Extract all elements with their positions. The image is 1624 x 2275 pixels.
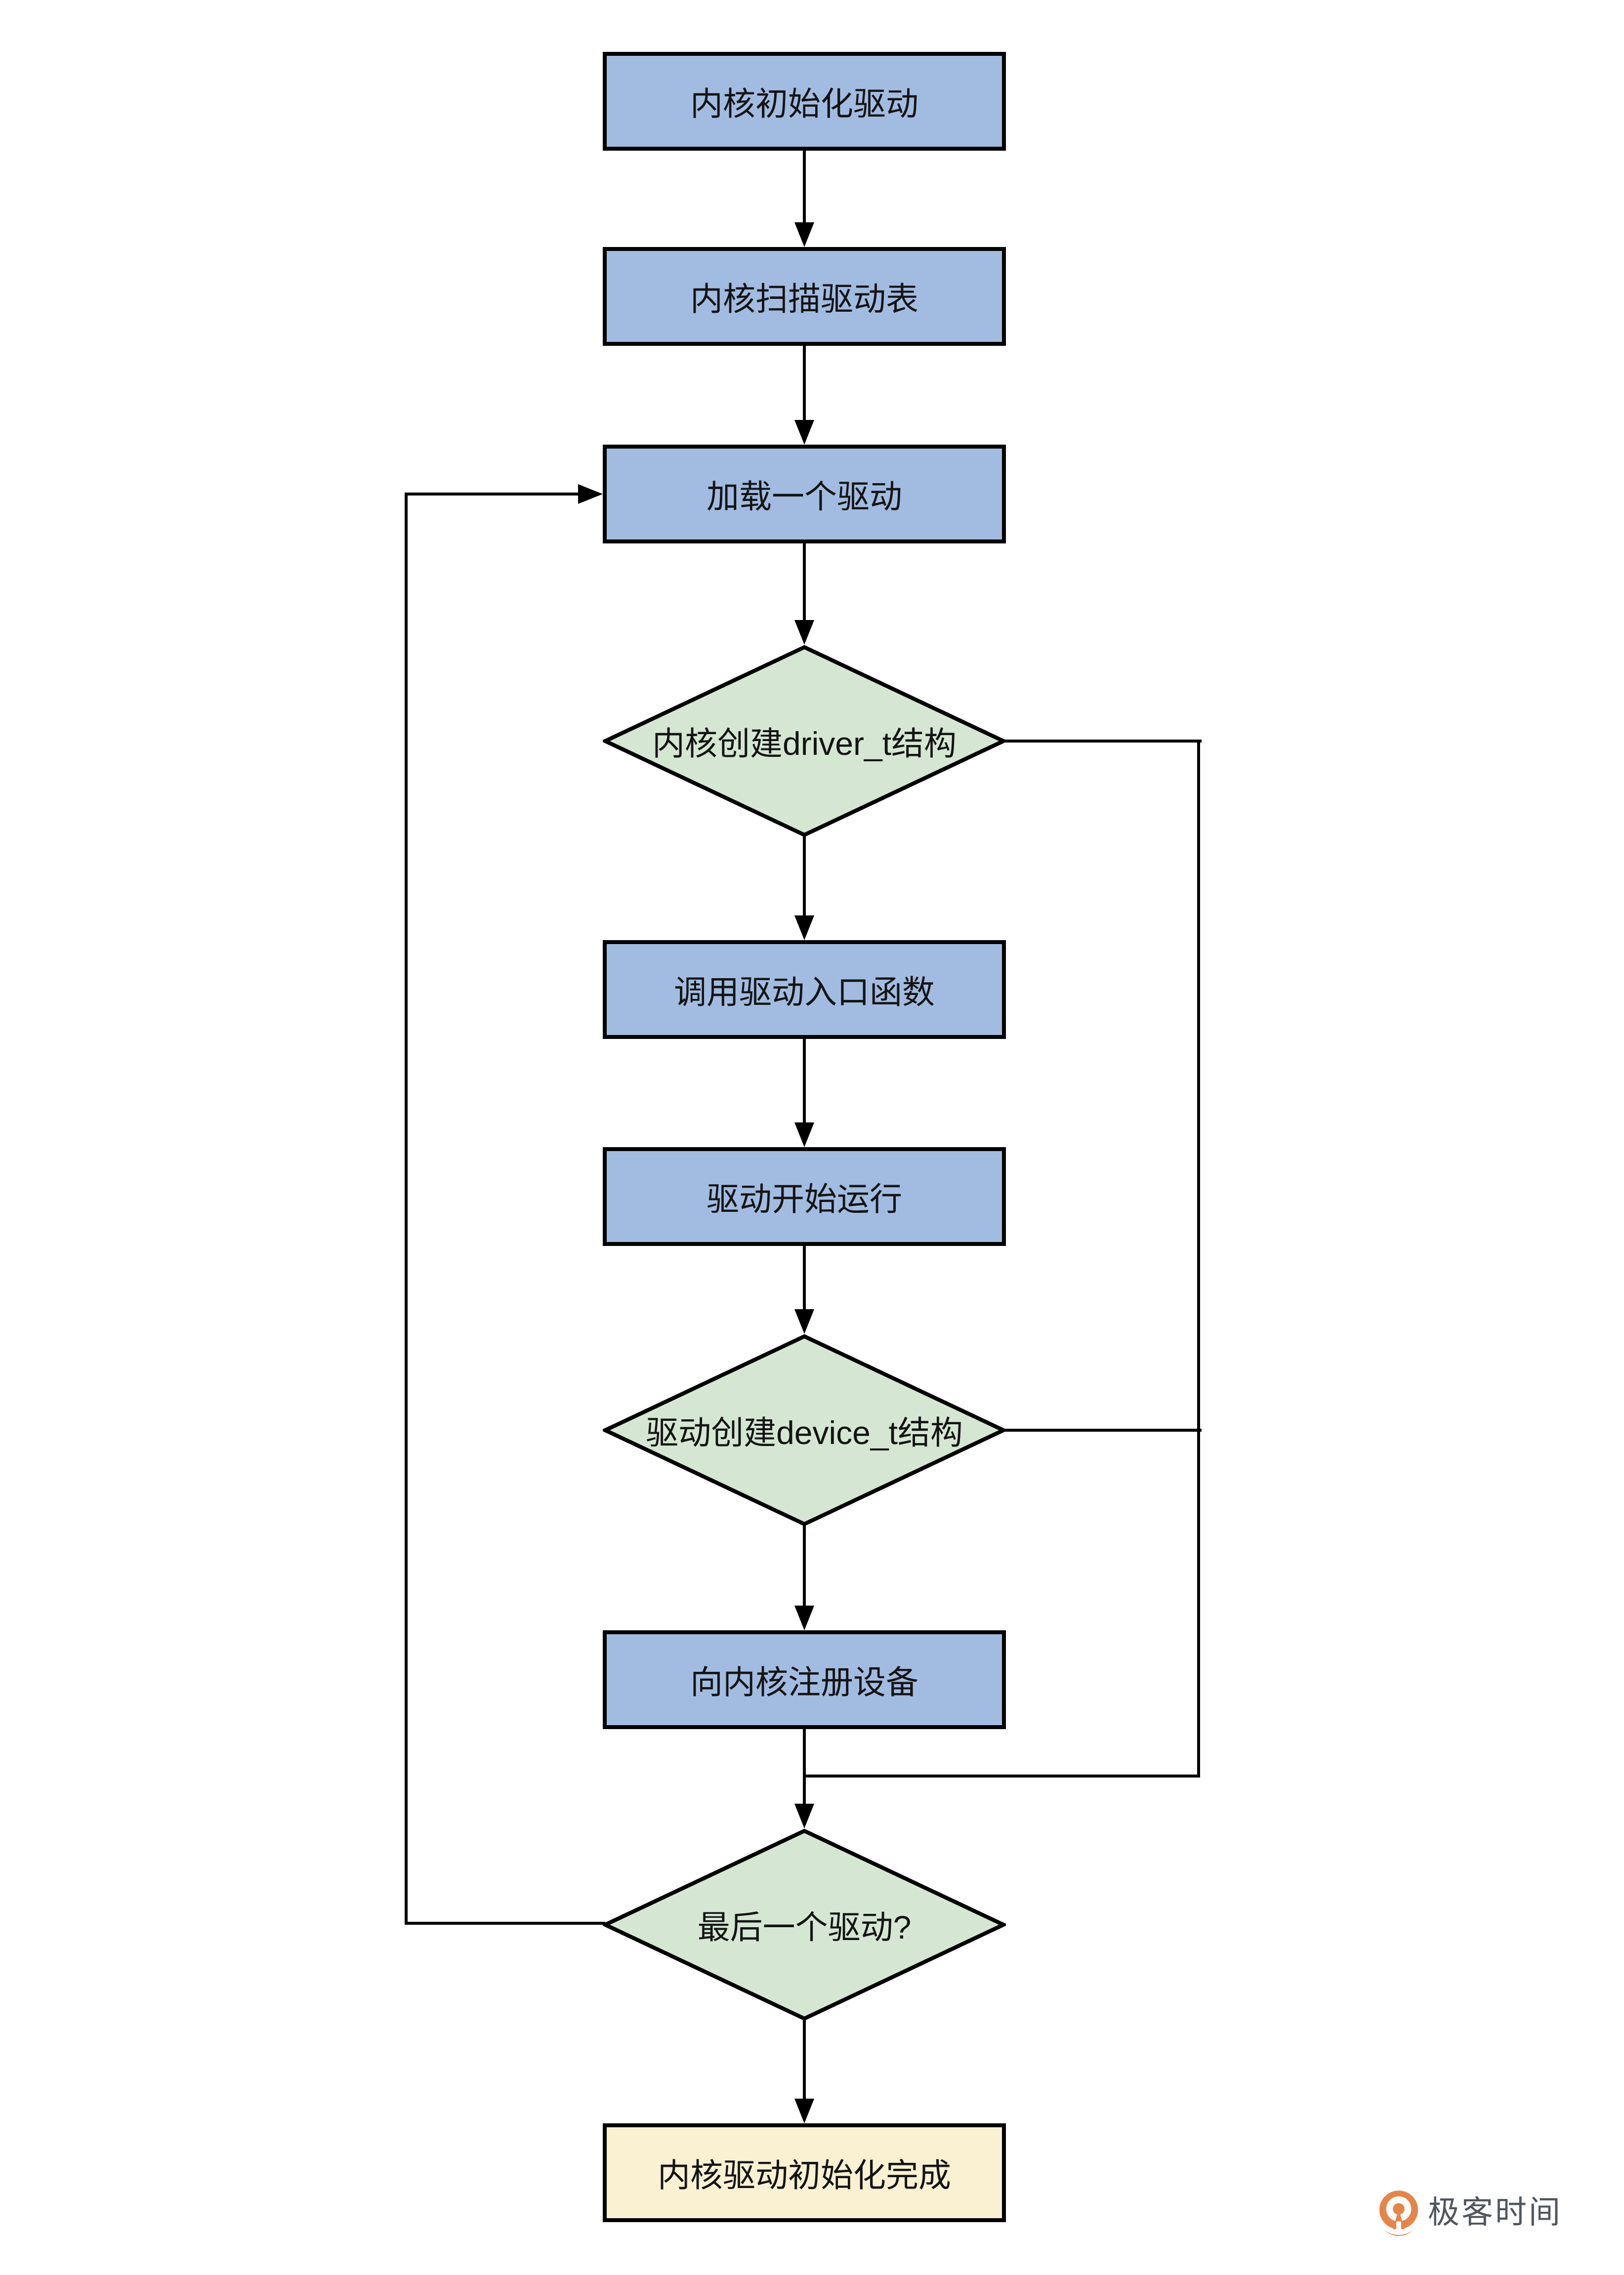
arrowhead-d3-n7 [794,2099,814,2123]
connector-left-loop-vertical [405,493,408,1925]
diamond-shape [603,645,1006,837]
connector-loop-to-n3 [405,493,579,496]
geektime-logo-icon [1379,2191,1418,2236]
connector-d1-right [1003,740,1202,743]
connector-n4-n5 [803,1038,806,1125]
node-label: 内核初始化驱动 [690,85,918,122]
arrowhead-n2-n3 [794,420,814,445]
connector-n5-d2 [803,1245,806,1312]
node-label: 调用驱动入口函数 [674,974,935,1010]
flow-node-kernel-init-driver: 内核初始化驱动 [603,52,1006,151]
node-label: 向内核注册设备 [690,1664,918,1700]
connector-n6-d3 [803,1728,806,1807]
flow-node-last-driver-question: 最后一个驱动? [603,1828,1006,2021]
node-label: 最后一个驱动? [697,1909,912,1945]
node-label: 驱动开始运行 [707,1181,902,1217]
arrowhead-n3-d1 [794,620,814,645]
arrowhead-n4-n5 [794,1122,814,1147]
flow-node-kernel-create-driver-t: 内核创建driver_t结构 [603,645,1006,837]
connector-right-bypass-join [803,1775,1200,1778]
arrowhead-n6-d3 [794,1804,814,1828]
arrowhead-n5-d2 [794,1309,814,1334]
flow-node-register-device-to-kernel: 向内核注册设备 [603,1630,1006,1729]
connector-n3-d1 [803,542,806,623]
connector-d3-left [405,1922,605,1925]
connector-d1-n4 [803,836,806,918]
arrowhead-d1-n4 [794,915,814,940]
arrowhead-n1-n2 [794,222,814,247]
connector-n1-n2 [803,150,806,225]
flow-node-call-driver-entry: 调用驱动入口函数 [603,940,1006,1039]
flow-node-kernel-scan-driver-table: 内核扫描驱动表 [603,247,1006,346]
arrowhead-d2-n6 [794,1606,814,1630]
flow-node-driver-start-running: 驱动开始运行 [603,1147,1006,1246]
connector-d2-right [1003,1429,1202,1432]
node-label: 内核扫描驱动表 [690,281,918,317]
geektime-logo-text: 极客时间 [1428,2194,1562,2230]
diamond-shape [603,1828,1006,2021]
connector-right-bypass-vertical [1197,740,1200,1778]
node-label: 加载一个驱动 [707,478,902,515]
node-label: 内核驱动初始化完成 [658,2157,951,2193]
connector-n2-n3 [803,345,806,423]
node-label: 驱动创建device_t结构 [646,1414,963,1451]
flow-node-driver-create-device-t: 驱动创建device_t结构 [603,1334,1006,1527]
flow-node-kernel-driver-init-done: 内核驱动初始化完成 [603,2123,1006,2222]
diamond-shape [603,1334,1006,1527]
node-label: 内核创建driver_t结构 [652,725,957,762]
connector-d3-n7 [803,2020,806,2102]
flow-node-load-one-driver: 加载一个驱动 [603,445,1006,543]
arrowhead-loop-n3 [578,484,603,504]
connector-d2-n6 [803,1526,806,1609]
geektime-logo: 极客时间 [1377,2190,1562,2238]
